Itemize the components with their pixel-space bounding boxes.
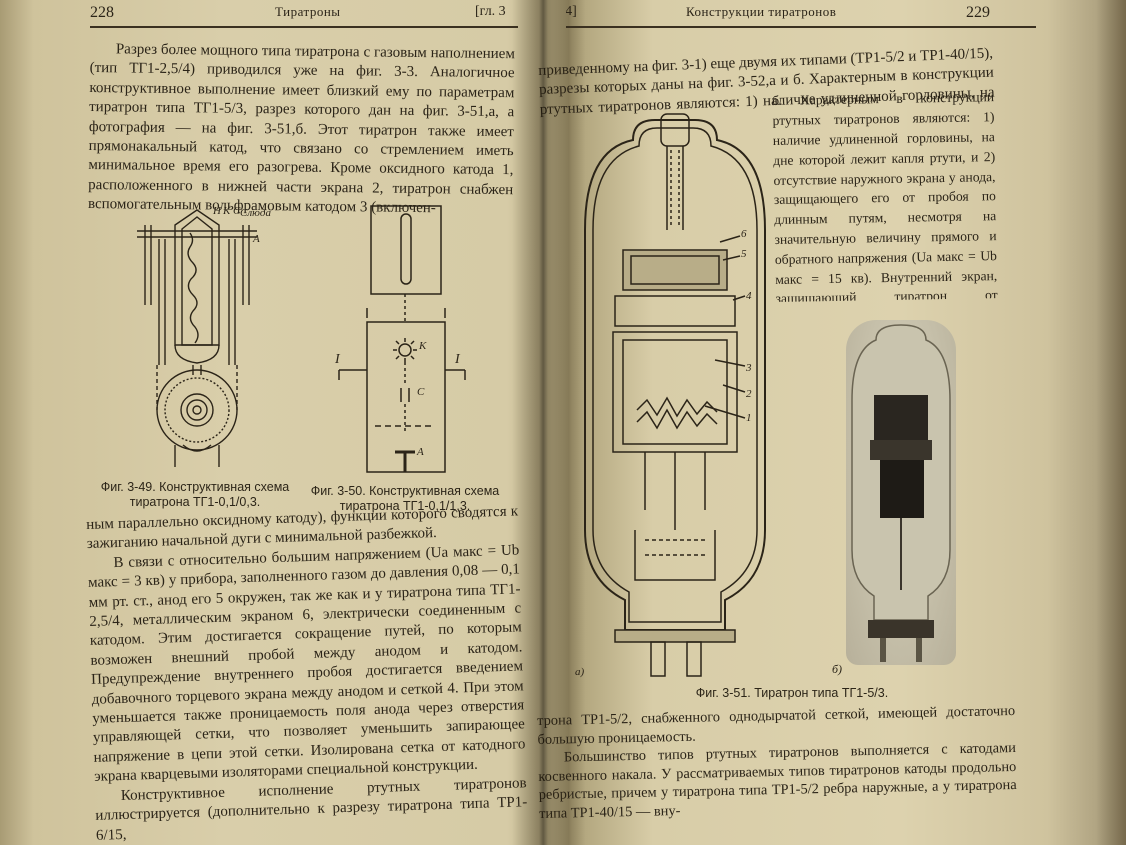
right-paragraph-bottom: трона ТР1-5/2, снабженного однодырчатой … (537, 702, 1017, 824)
figure-3-51a: 6 5 4 3 2 1 а) (575, 110, 775, 690)
figure-3-51b-photo (846, 320, 956, 665)
figure-3-50: К С А I I (335, 200, 470, 480)
fig49-label-a: А (253, 233, 260, 245)
text-block: Разрез более мощного типа тиратрона с га… (87, 41, 515, 217)
figure-3-49-caption: Фиг. 3-49. Конструктивная схема тиратрон… (100, 480, 290, 509)
fig51-label-1: 1 (746, 412, 752, 424)
figure-3-51-caption: Фиг. 3-51. Тиратрон типа ТГ1-5/3. (695, 686, 889, 700)
running-title-right: Конструкции тиратронов (686, 4, 837, 19)
tube-photo-drawing (851, 324, 951, 662)
fig49-label-mica: Слюда (240, 207, 271, 219)
section-ref: § 3-14] (566, 4, 577, 19)
fig50-label-i-right: I (455, 352, 460, 367)
fig51-label-a: а) (575, 666, 585, 678)
fig51-label-2: 2 (746, 388, 752, 400)
page-number-left: 228 (90, 4, 114, 21)
header-rule-left (90, 26, 518, 28)
figure-3-49: Н К С Слюда А (135, 205, 271, 475)
header-rule-right (566, 26, 1036, 28)
fig51-label-3: 3 (746, 362, 752, 374)
fig50-label-c: С (417, 386, 425, 398)
chapter-ref: [гл. 3 (475, 4, 506, 19)
left-paragraph-2: ным параллельно оксидному катоду), функц… (86, 502, 528, 845)
figure-3-50-caption: Фиг. 3-50. Конструктивная схема тиратрон… (310, 484, 500, 513)
fig51-label-b: б) (832, 662, 843, 676)
figure-3-51a-drawing (584, 113, 766, 677)
fig49-label-c: С (233, 205, 241, 217)
fig49-label-k: К (223, 205, 231, 217)
fig51-label-6: 6 (741, 228, 747, 240)
figure-3-49-drawing (137, 209, 257, 467)
fig51-label-5: 5 (741, 248, 747, 260)
figure-3-50-drawing (338, 205, 466, 473)
fig50-label-k: К (419, 340, 427, 352)
left-paragraph-1: Разрез более мощного типа тиратрона с га… (88, 40, 515, 220)
left-running-header: 228 Тиратроны [гл. 3 (90, 4, 518, 30)
left-page: 228 Тиратроны [гл. 3 Разрез более мощног… (0, 0, 560, 845)
fig50-label-i-left: I (335, 352, 340, 367)
text-block: Большинство типов ртутных тиратронов вып… (538, 740, 1017, 822)
fig49-label-n: Н (213, 205, 221, 217)
fig50-label-a: А (417, 446, 424, 458)
page-number-right: 229 (966, 4, 990, 21)
fig51-label-4: 4 (746, 290, 752, 302)
running-title-left: Тиратроны (275, 4, 341, 19)
text-block: приведенному на фиг. 3-1) еще двумя их т… (772, 88, 998, 302)
right-running-header: § 3-14] Конструкции тиратронов 229 (566, 4, 1036, 30)
text-block: В связи с относительно большим напряжени… (87, 542, 526, 786)
right-paragraph-side: приведенному на фиг. 3-1) еще двумя их т… (772, 88, 998, 302)
